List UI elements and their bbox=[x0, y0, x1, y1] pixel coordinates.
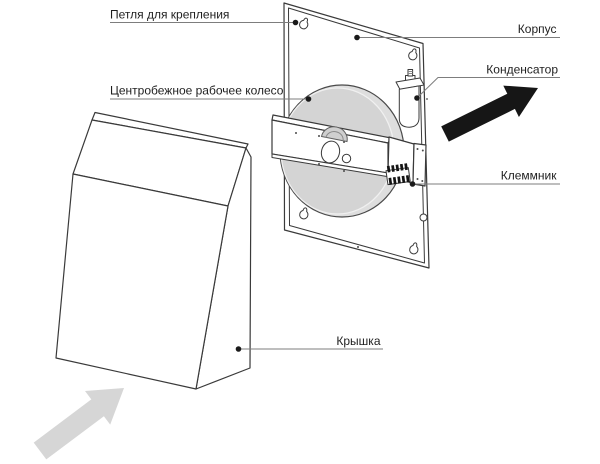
capacitor-flange bbox=[395, 77, 425, 90]
cover-right-face bbox=[195, 147, 252, 390]
plate-screw bbox=[416, 148, 419, 150]
cover-part bbox=[55, 111, 252, 390]
impeller-hub bbox=[320, 126, 348, 143]
hub-ring bbox=[325, 131, 344, 141]
bracket-rivet bbox=[318, 163, 320, 165]
label-mounting-loop: Петля для крепления bbox=[110, 8, 229, 22]
label-terminal-block: Клеммник bbox=[501, 169, 557, 183]
airflow-inlet-arrow bbox=[33, 388, 125, 460]
callout-dot-mounting-loop bbox=[292, 19, 299, 26]
label-cover: Крышка bbox=[336, 334, 380, 348]
callouts: Петля для крепления Центробежное рабочее… bbox=[110, 8, 560, 352]
bracket-rivet bbox=[343, 170, 345, 172]
panel-rivet bbox=[426, 98, 428, 100]
terminal-pins bbox=[386, 163, 410, 185]
bracket-rivet bbox=[295, 132, 297, 134]
capacitor-body bbox=[398, 85, 420, 128]
bracket-shaft-hole bbox=[320, 140, 341, 164]
cover-front-face bbox=[55, 173, 229, 390]
capacitor-terminal-tip bbox=[407, 69, 414, 77]
label-capacitor: Конденсатор bbox=[486, 63, 558, 77]
panel-rivet bbox=[357, 246, 359, 248]
bracket-small-hole bbox=[341, 153, 352, 164]
hub-dome bbox=[320, 126, 348, 143]
label-housing: Корпус bbox=[518, 22, 557, 36]
airflow-outlet-arrow bbox=[441, 85, 538, 142]
motor-mount-plate bbox=[412, 142, 427, 187]
cable-hole bbox=[419, 213, 428, 222]
capacitor-part bbox=[395, 69, 425, 128]
callout-dot-housing bbox=[354, 34, 360, 41]
callout-dot-impeller bbox=[305, 96, 312, 102]
capacitor-terminal-ribs bbox=[408, 71, 413, 74]
callout-dot-capacitor bbox=[414, 95, 420, 101]
plate-screw bbox=[416, 178, 419, 180]
terminal-block-part bbox=[385, 163, 411, 186]
leader-capacitor bbox=[417, 77, 560, 98]
callout-dot-terminal-block bbox=[409, 181, 416, 187]
plate-screw bbox=[421, 180, 424, 182]
callout-dot-cover bbox=[235, 346, 242, 352]
plate-screw bbox=[421, 149, 424, 152]
label-impeller: Центробежное рабочее колесо bbox=[110, 84, 284, 98]
bracket-rivet bbox=[318, 135, 320, 137]
